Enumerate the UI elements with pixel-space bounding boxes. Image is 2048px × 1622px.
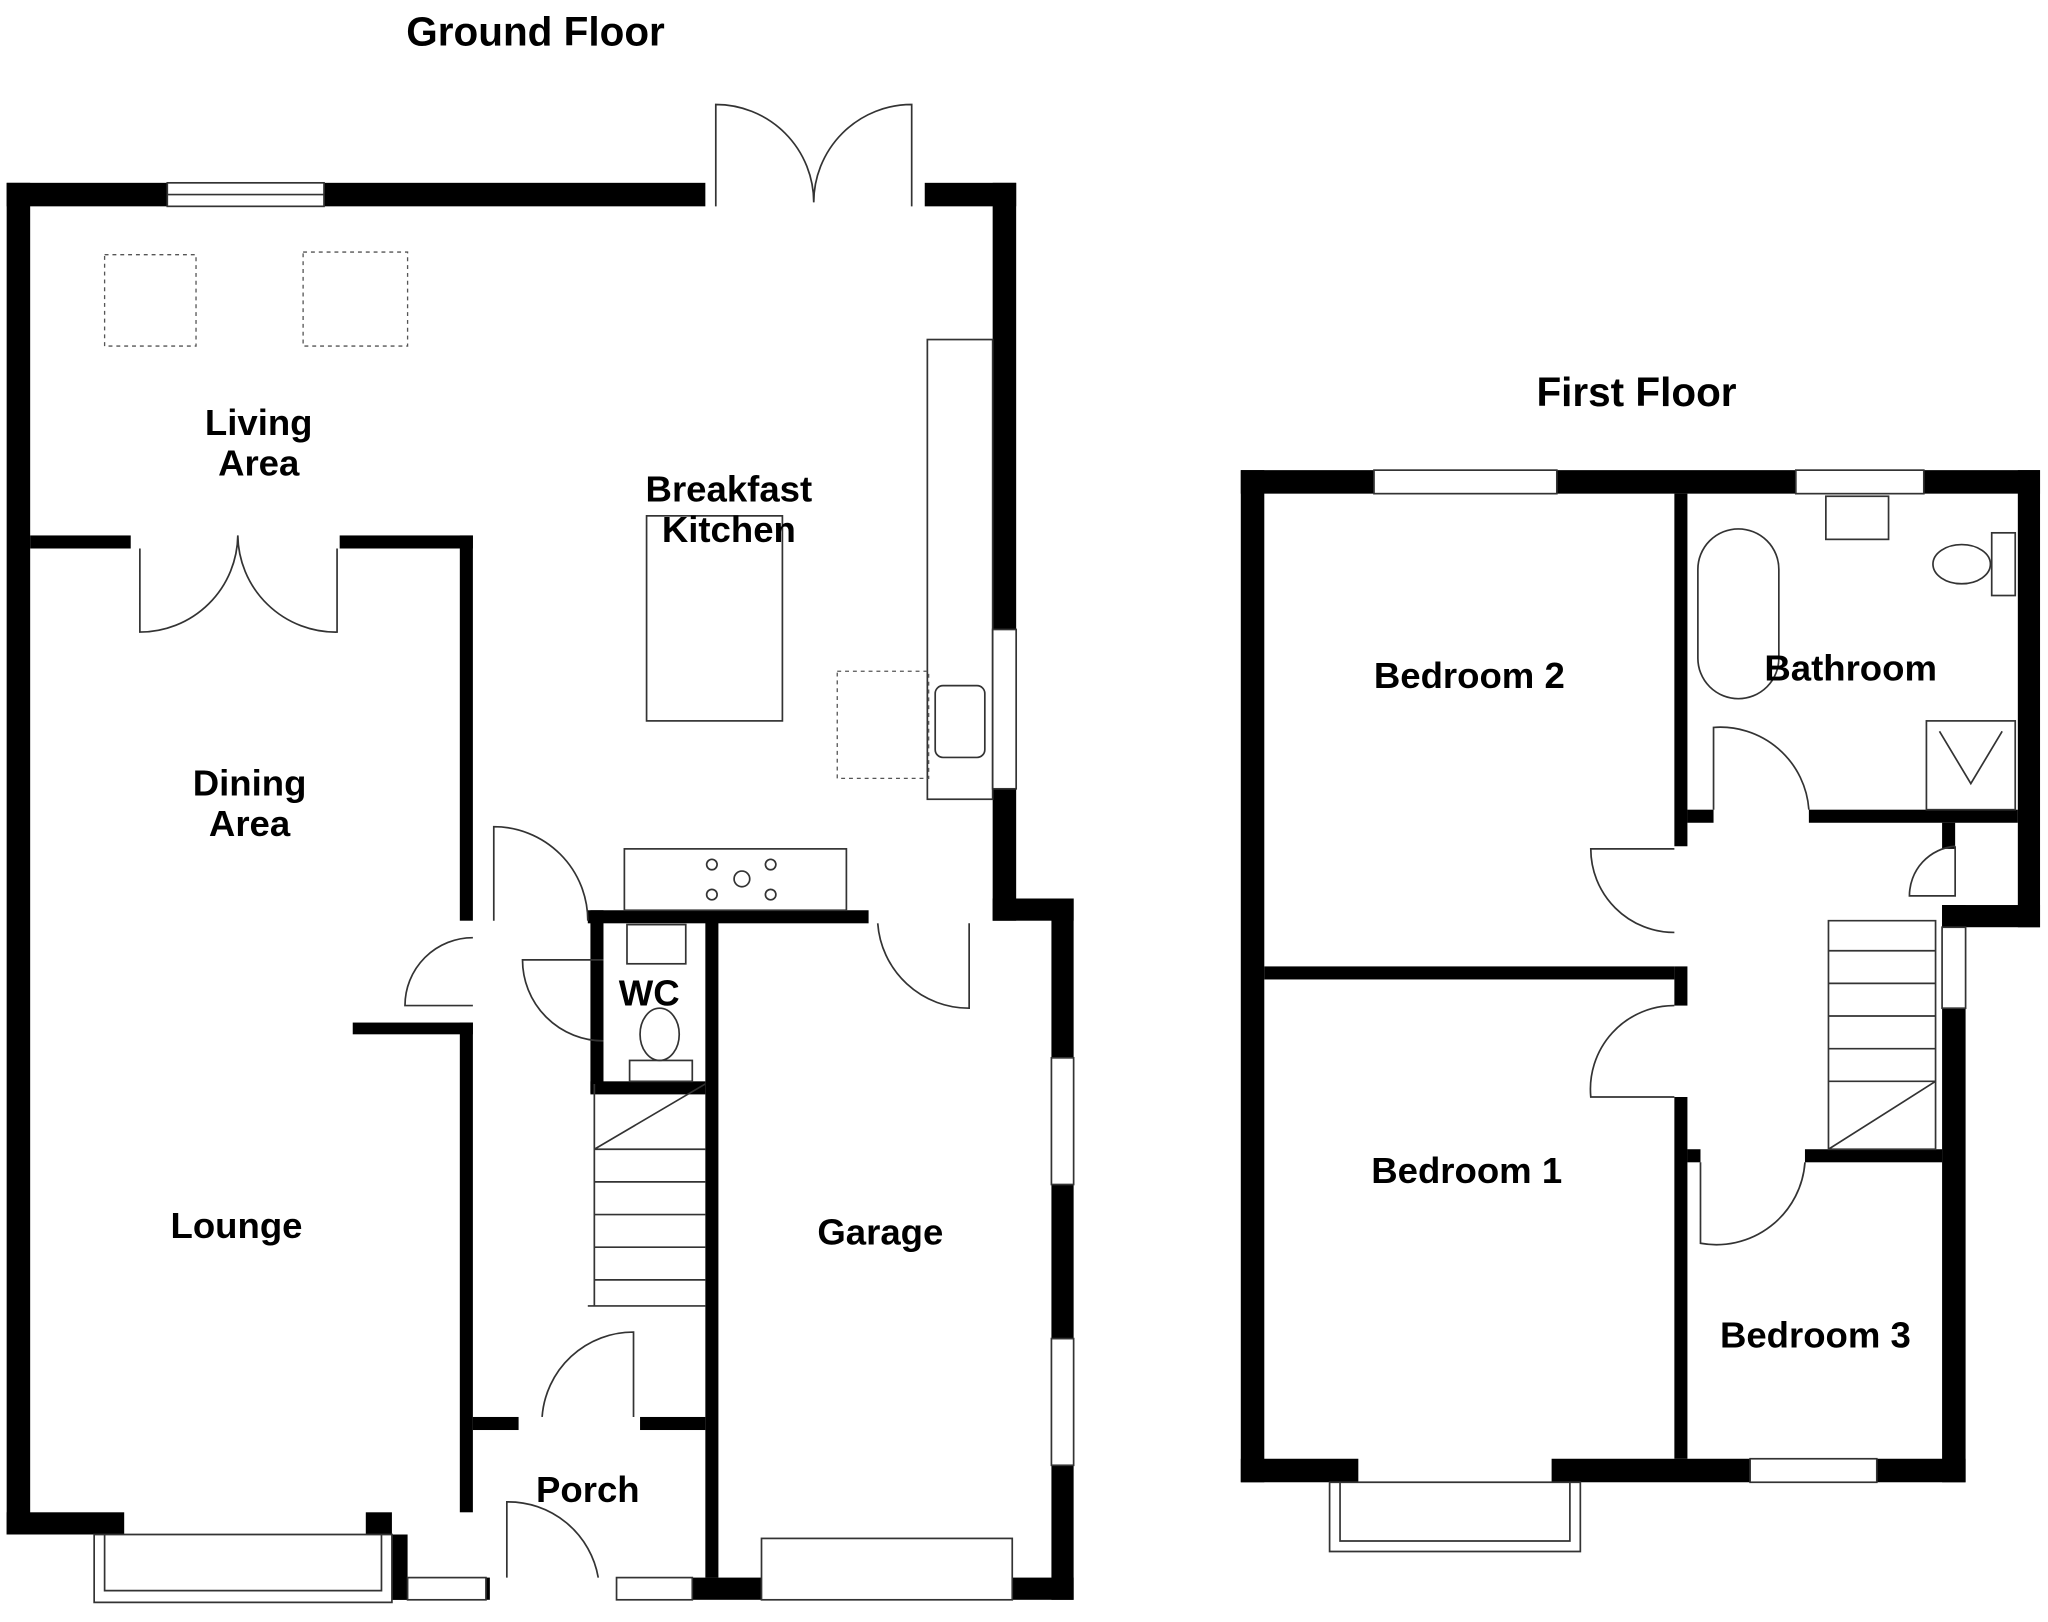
kitchen-label: Breakfast xyxy=(646,468,813,509)
ground-floor-title: Ground Floor xyxy=(406,9,665,55)
lounge-label: Lounge xyxy=(171,1205,303,1246)
living-area-label: Living xyxy=(205,402,313,443)
bedroom-3-label: Bedroom 3 xyxy=(1720,1315,1911,1356)
bedroom-1-label: Bedroom 1 xyxy=(1371,1150,1562,1191)
bathroom-label: Bathroom xyxy=(1764,647,1937,688)
garage-label: Garage xyxy=(817,1212,943,1253)
kitchen-label-2: Kitchen xyxy=(662,509,796,550)
first-floor-title: First Floor xyxy=(1536,369,1736,415)
dining-area-label: Dining xyxy=(193,762,307,803)
porch-label: Porch xyxy=(536,1469,640,1510)
first-floor-plan: Bedroom 2 Bathroom Bedroom 1 Bedroom 3 xyxy=(1240,469,2041,1553)
dining-area-label-2: Area xyxy=(209,803,291,844)
wc-label: WC xyxy=(619,973,680,1014)
bedroom-2-label: Bedroom 2 xyxy=(1374,655,1565,696)
ground-floor-plan: Living Area Breakfast Kitchen Dining Are… xyxy=(6,103,1075,1604)
living-area-label-2: Area xyxy=(218,442,300,483)
